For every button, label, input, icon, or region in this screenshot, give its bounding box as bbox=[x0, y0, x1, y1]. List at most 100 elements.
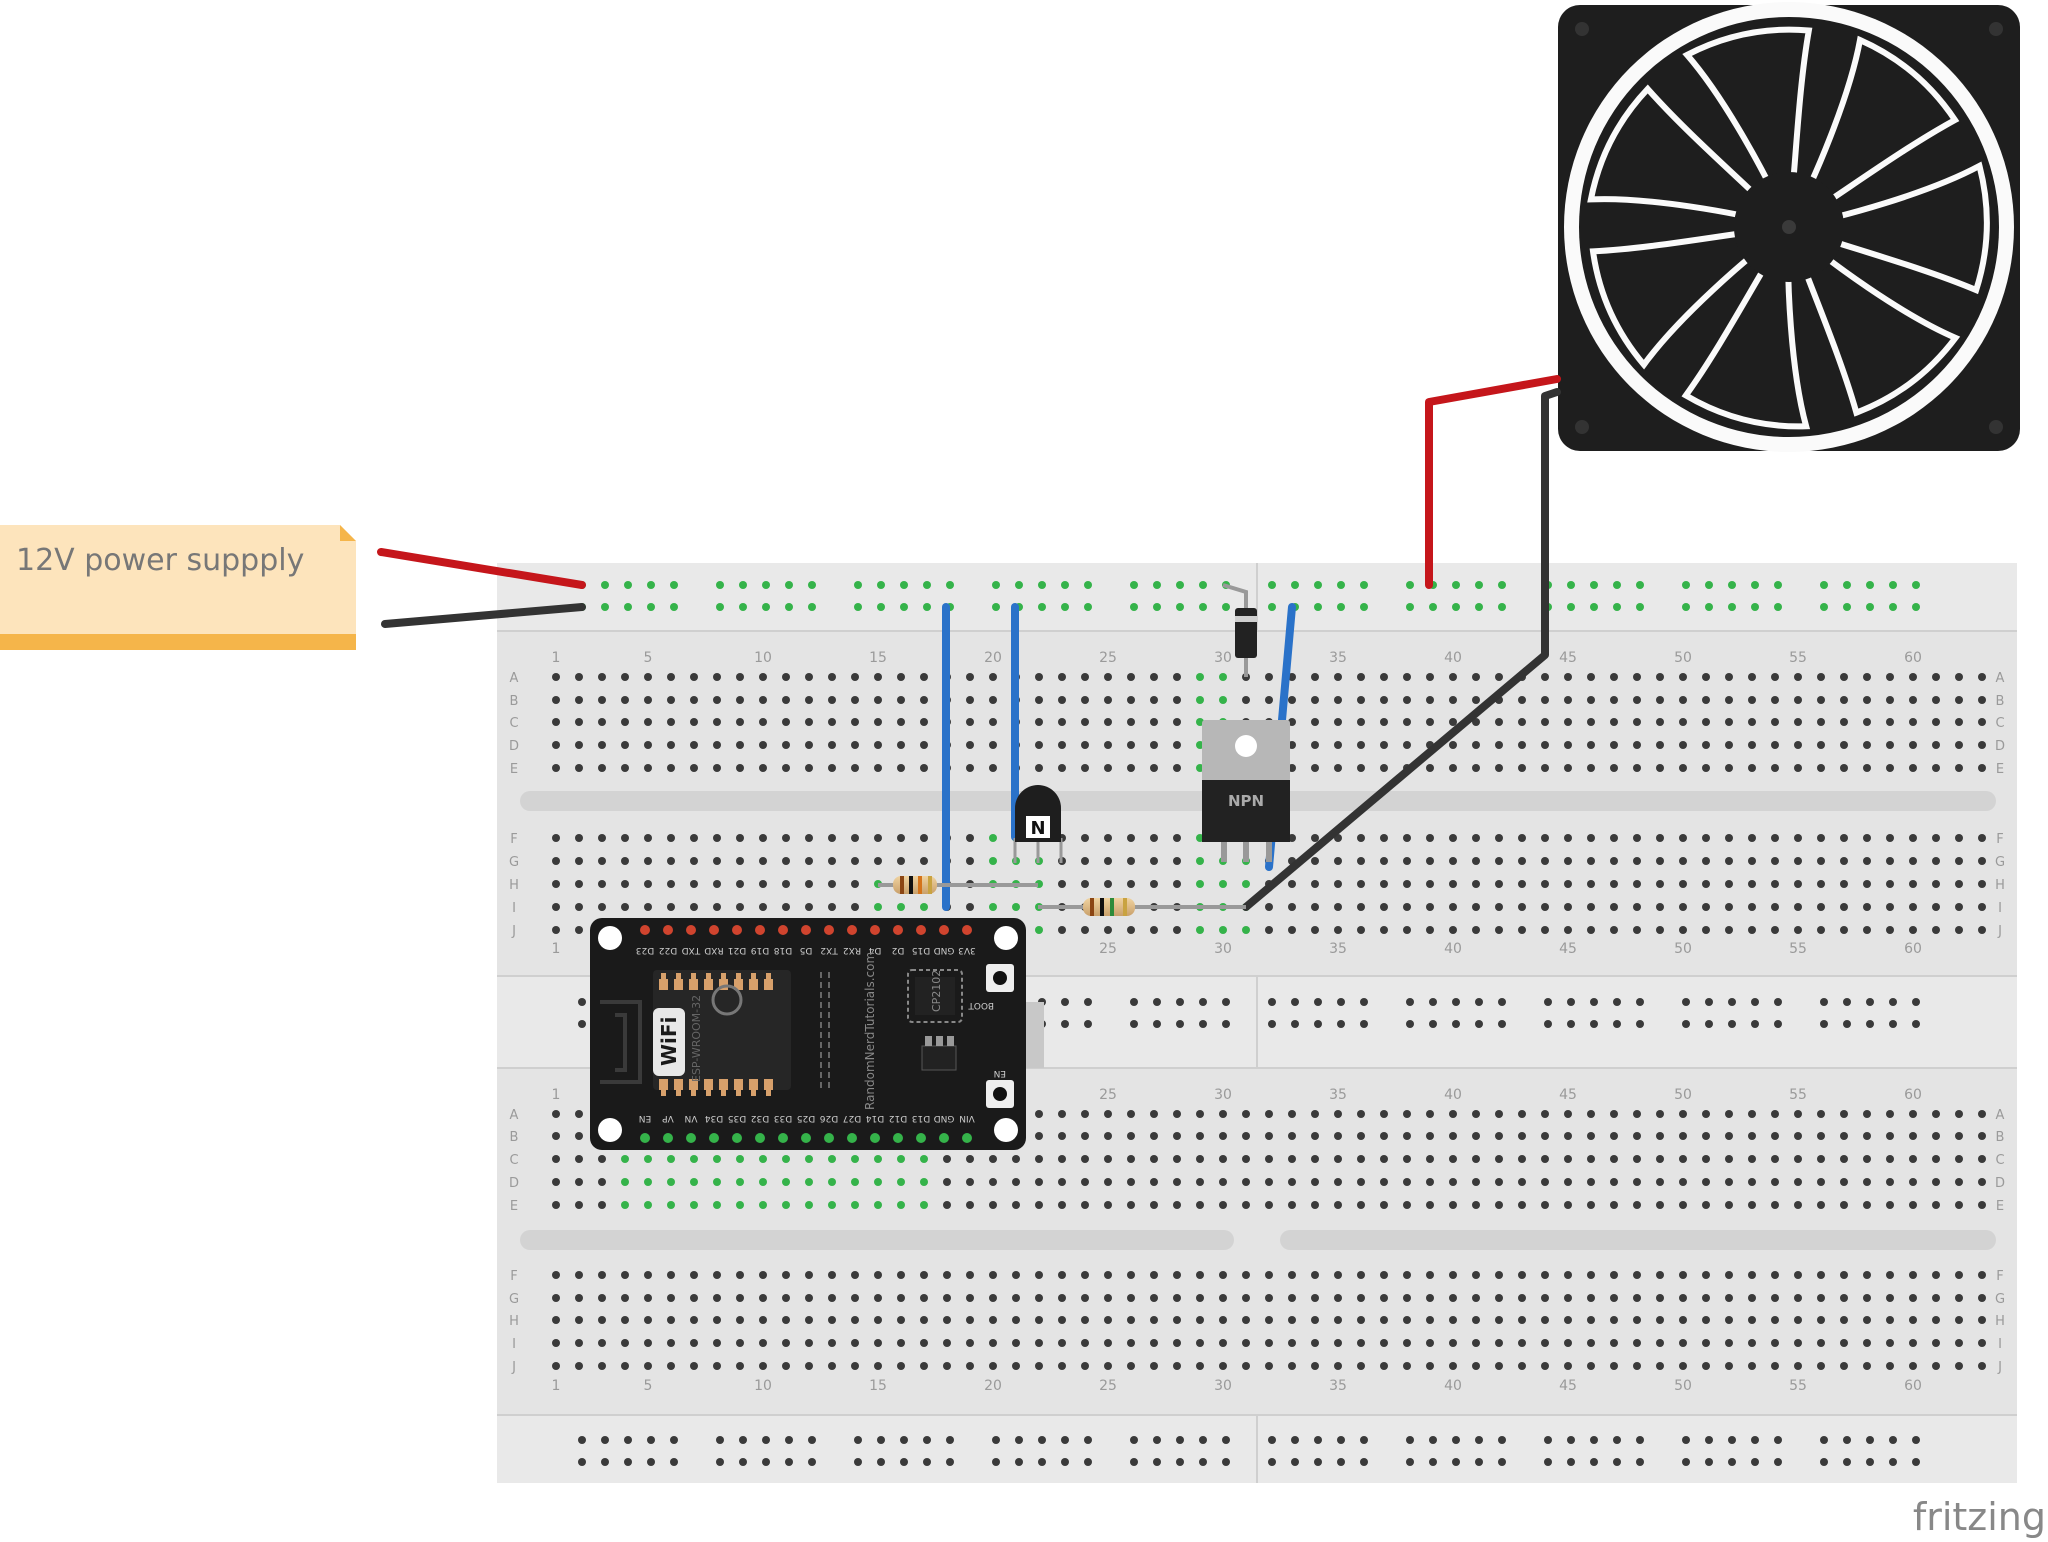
terminal-hole[interactable] bbox=[1380, 1110, 1388, 1118]
terminal-hole[interactable] bbox=[1288, 1132, 1296, 1140]
terminal-hole[interactable] bbox=[1656, 903, 1664, 911]
terminal-hole[interactable] bbox=[1725, 718, 1733, 726]
terminal-hole[interactable] bbox=[897, 718, 905, 726]
terminal-hole[interactable] bbox=[759, 1339, 767, 1347]
terminal-hole[interactable] bbox=[1633, 1271, 1641, 1279]
terminal-hole[interactable] bbox=[1978, 764, 1986, 772]
terminal-hole[interactable] bbox=[1334, 673, 1342, 681]
terminal-hole[interactable] bbox=[805, 1339, 813, 1347]
terminal-hole[interactable] bbox=[1955, 696, 1963, 704]
terminal-hole[interactable] bbox=[1242, 696, 1250, 704]
terminal-hole[interactable] bbox=[1656, 1294, 1664, 1302]
terminal-hole[interactable] bbox=[1288, 1294, 1296, 1302]
terminal-hole[interactable] bbox=[1817, 857, 1825, 865]
terminal-hole[interactable] bbox=[1403, 1294, 1411, 1302]
terminal-hole[interactable] bbox=[1725, 764, 1733, 772]
terminal-hole[interactable] bbox=[644, 1155, 652, 1163]
transistor-small[interactable]: N bbox=[1013, 785, 1063, 863]
terminal-hole[interactable] bbox=[690, 718, 698, 726]
rail-hole[interactable] bbox=[1843, 998, 1851, 1006]
terminal-hole[interactable] bbox=[1587, 1201, 1595, 1209]
fan[interactable] bbox=[1558, 0, 2039, 468]
terminal-hole[interactable] bbox=[805, 764, 813, 772]
rail-hole[interactable] bbox=[1843, 1020, 1851, 1028]
terminal-hole[interactable] bbox=[1909, 834, 1917, 842]
terminal-hole[interactable] bbox=[1219, 1201, 1227, 1209]
terminal-hole[interactable] bbox=[1909, 741, 1917, 749]
terminal-hole[interactable] bbox=[1794, 1271, 1802, 1279]
terminal-hole[interactable] bbox=[1748, 834, 1756, 842]
terminal-hole[interactable] bbox=[1472, 1316, 1480, 1324]
rail-hole[interactable] bbox=[1176, 1020, 1184, 1028]
terminal-hole[interactable] bbox=[989, 741, 997, 749]
terminal-hole[interactable] bbox=[1771, 741, 1779, 749]
terminal-hole[interactable] bbox=[1955, 1316, 1963, 1324]
terminal-hole[interactable] bbox=[1794, 903, 1802, 911]
rail-hole[interactable] bbox=[1268, 1436, 1276, 1444]
terminal-hole[interactable] bbox=[1495, 1362, 1503, 1370]
terminal-hole[interactable] bbox=[1564, 673, 1572, 681]
terminal-hole[interactable] bbox=[1357, 1316, 1365, 1324]
esp32-bottom-pin[interactable] bbox=[801, 1133, 811, 1143]
terminal-hole[interactable] bbox=[1081, 1316, 1089, 1324]
rail-hole[interactable] bbox=[1636, 998, 1644, 1006]
rail-hole[interactable] bbox=[1314, 1458, 1322, 1466]
terminal-hole[interactable] bbox=[1725, 834, 1733, 842]
rail-hole[interactable] bbox=[1038, 1436, 1046, 1444]
rail-hole[interactable] bbox=[1337, 1020, 1345, 1028]
terminal-hole[interactable] bbox=[1380, 834, 1388, 842]
terminal-hole[interactable] bbox=[1334, 880, 1342, 888]
terminal-hole[interactable] bbox=[1426, 1132, 1434, 1140]
terminal-hole[interactable] bbox=[1587, 1110, 1595, 1118]
rail-hole[interactable] bbox=[670, 581, 678, 589]
terminal-hole[interactable] bbox=[1725, 1201, 1733, 1209]
terminal-hole[interactable] bbox=[1311, 1316, 1319, 1324]
terminal-hole[interactable] bbox=[644, 1294, 652, 1302]
terminal-hole[interactable] bbox=[1702, 1155, 1710, 1163]
rail-hole[interactable] bbox=[1061, 581, 1069, 589]
terminal-hole[interactable] bbox=[1311, 741, 1319, 749]
terminal-hole[interactable] bbox=[575, 1362, 583, 1370]
terminal-hole[interactable] bbox=[1265, 1294, 1273, 1302]
terminal-hole[interactable] bbox=[1288, 1271, 1296, 1279]
terminal-hole[interactable] bbox=[1495, 857, 1503, 865]
rail-hole[interactable] bbox=[1291, 581, 1299, 589]
terminal-hole[interactable] bbox=[851, 718, 859, 726]
terminal-hole[interactable] bbox=[1472, 1178, 1480, 1186]
rail-hole[interactable] bbox=[785, 1458, 793, 1466]
terminal-hole[interactable] bbox=[1886, 1110, 1894, 1118]
terminal-hole[interactable] bbox=[621, 1339, 629, 1347]
terminal-hole[interactable] bbox=[1794, 1132, 1802, 1140]
rail-hole[interactable] bbox=[808, 1458, 816, 1466]
terminal-hole[interactable] bbox=[1610, 741, 1618, 749]
terminal-hole[interactable] bbox=[1633, 880, 1641, 888]
rail-hole[interactable] bbox=[877, 1458, 885, 1466]
terminal-hole[interactable] bbox=[943, 1201, 951, 1209]
terminal-hole[interactable] bbox=[828, 696, 836, 704]
terminal-hole[interactable] bbox=[1610, 1339, 1618, 1347]
terminal-hole[interactable] bbox=[1748, 673, 1756, 681]
terminal-hole[interactable] bbox=[1449, 1339, 1457, 1347]
rail-hole[interactable] bbox=[1475, 603, 1483, 611]
terminal-hole[interactable] bbox=[1495, 834, 1503, 842]
rail-hole[interactable] bbox=[1912, 581, 1920, 589]
power-transistor[interactable]: NPN bbox=[1202, 720, 1290, 862]
terminal-hole[interactable] bbox=[897, 903, 905, 911]
terminal-hole[interactable] bbox=[1679, 1362, 1687, 1370]
terminal-hole[interactable] bbox=[1242, 1178, 1250, 1186]
terminal-hole[interactable] bbox=[1978, 1294, 1986, 1302]
terminal-hole[interactable] bbox=[989, 1294, 997, 1302]
rail-hole[interactable] bbox=[1291, 1458, 1299, 1466]
terminal-hole[interactable] bbox=[1955, 718, 1963, 726]
terminal-hole[interactable] bbox=[851, 834, 859, 842]
terminal-hole[interactable] bbox=[759, 857, 767, 865]
terminal-hole[interactable] bbox=[1334, 857, 1342, 865]
terminal-hole[interactable] bbox=[1334, 1132, 1342, 1140]
terminal-hole[interactable] bbox=[759, 1362, 767, 1370]
terminal-hole[interactable] bbox=[1219, 1132, 1227, 1140]
terminal-hole[interactable] bbox=[1748, 1316, 1756, 1324]
terminal-hole[interactable] bbox=[1196, 1155, 1204, 1163]
terminal-hole[interactable] bbox=[1104, 1110, 1112, 1118]
terminal-hole[interactable] bbox=[621, 1362, 629, 1370]
terminal-hole[interactable] bbox=[1817, 673, 1825, 681]
